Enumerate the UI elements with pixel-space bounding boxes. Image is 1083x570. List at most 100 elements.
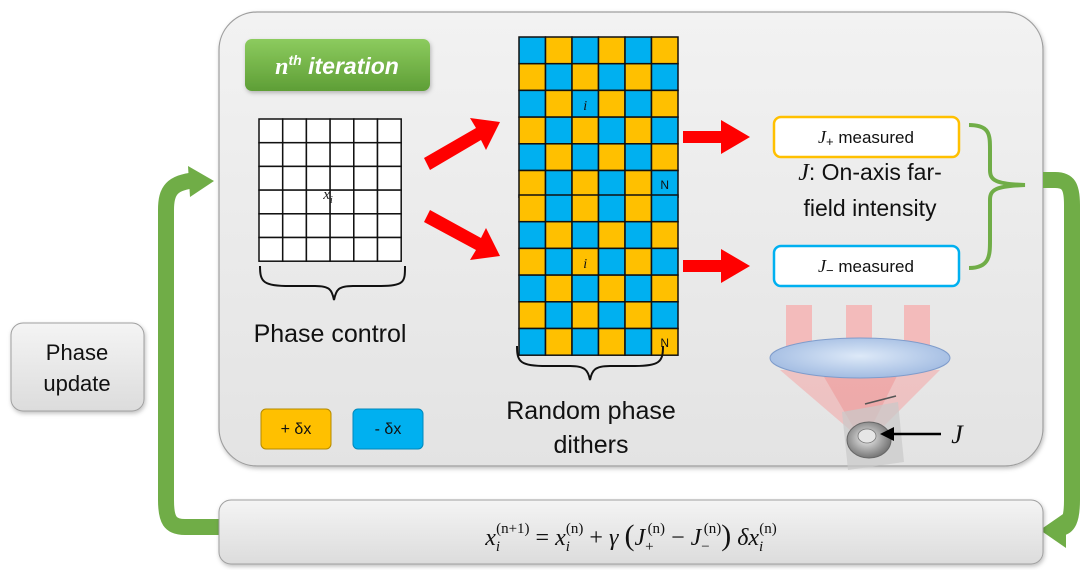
dither-cell	[518, 327, 547, 356]
arrow-to-jplus	[683, 120, 750, 154]
dither-cell	[544, 89, 573, 118]
phase-cell	[329, 118, 355, 144]
dither-cell	[650, 116, 679, 145]
dither-cell	[650, 301, 679, 330]
arrow-to-dither-plus	[424, 118, 500, 170]
dither-cell	[597, 116, 626, 145]
update-equation: xi(n+1) = xi(n) + γ (J+(n) − J−(n)) δxi(…	[484, 519, 776, 555]
legend-plus-label: + δx	[281, 421, 312, 438]
phase-cell	[258, 118, 284, 144]
dither-cell	[518, 301, 547, 330]
phase-cell	[258, 236, 284, 262]
dither-cell	[597, 62, 626, 92]
phase-control-grid	[258, 118, 402, 262]
dither-grid-plus: iN	[518, 36, 679, 198]
dither-cell	[624, 62, 653, 92]
phase-cell	[329, 141, 355, 168]
phase-cell	[376, 213, 402, 239]
phase-cell	[305, 236, 331, 262]
phase-update-line1: Phase	[46, 340, 108, 365]
dither-cell	[544, 220, 573, 250]
legend-minus-label: - δx	[375, 421, 402, 438]
dither-cell	[544, 143, 573, 172]
legend-plus: + δx	[260, 408, 332, 450]
arrow-to-dither-minus	[424, 210, 500, 260]
phase-cell-label: xi	[322, 187, 333, 206]
dither-grid-minus: iN	[518, 194, 679, 356]
dither-cell	[571, 194, 600, 223]
dithers-label-line1: Random phase	[506, 397, 676, 425]
legend-minus: - δx	[352, 408, 424, 450]
dither-cell	[650, 89, 679, 118]
phase-cell	[281, 236, 308, 262]
jminus-measured-box: J− measured	[772, 244, 961, 288]
dither-cell	[571, 301, 600, 330]
phase-cell	[376, 236, 402, 262]
phase-cell	[281, 165, 308, 191]
equation-box: xi(n+1) = xi(n) + γ (J+(n) − J−(n)) δxi(…	[218, 499, 1044, 565]
dither-cell	[518, 220, 547, 250]
dither-cell	[597, 301, 626, 330]
dither-cell	[518, 116, 547, 145]
phase-cell	[305, 141, 331, 168]
dither-cell	[624, 169, 653, 198]
dither-cell	[650, 274, 679, 303]
phase-cell	[258, 141, 284, 168]
dither-cell	[650, 62, 679, 92]
dither-cell	[544, 327, 573, 356]
phase-cell	[281, 213, 308, 239]
dither-cell	[518, 274, 547, 303]
phase-cell	[376, 165, 402, 191]
dither-cell	[650, 36, 679, 65]
feedback-arrow-left	[158, 166, 219, 535]
dither-cell	[571, 36, 600, 65]
phase-update-line2: update	[43, 371, 110, 396]
jminus-measured-text: J− measured	[818, 256, 914, 278]
phase-cell	[353, 165, 379, 191]
phase-cell	[258, 213, 284, 239]
dither-cell	[597, 89, 626, 118]
dither-cell	[624, 274, 653, 303]
phase-cell	[281, 189, 308, 215]
dither-cell	[518, 169, 547, 198]
dither-cell	[597, 194, 626, 223]
iteration-text: nth iteration	[275, 52, 399, 80]
phase-cell	[281, 118, 308, 144]
dither-cell	[624, 36, 653, 65]
dithers-brace	[516, 345, 664, 381]
dither-cell	[597, 274, 626, 303]
dither-cell-label: i	[583, 257, 587, 272]
phase-cell	[258, 189, 284, 215]
dither-cell	[624, 301, 653, 330]
dither-cell	[650, 327, 679, 356]
detector-illustration	[842, 395, 904, 470]
dither-cell	[544, 36, 573, 65]
dither-cell	[571, 247, 600, 276]
dither-cell	[544, 116, 573, 145]
phase-cell	[353, 141, 379, 168]
phase-cell	[329, 213, 355, 239]
dither-cell	[597, 327, 626, 356]
phase-cell	[376, 118, 402, 144]
dither-cell	[571, 327, 600, 356]
dither-cell	[518, 247, 547, 276]
dither-cell	[597, 36, 626, 65]
phase-cell	[329, 236, 355, 262]
jplus-measured-text: J+ measured	[818, 127, 914, 149]
dither-cell	[571, 143, 600, 172]
phase-cell	[376, 189, 402, 215]
dither-cell	[624, 116, 653, 145]
phase-control-label: Phase control	[254, 320, 407, 348]
dither-cell	[518, 89, 547, 118]
dither-cell	[544, 247, 573, 276]
phase-update-box: Phase update	[10, 322, 145, 412]
dither-cell	[544, 274, 573, 303]
dither-cell	[518, 143, 547, 172]
dither-cell	[650, 247, 679, 276]
phase-cell	[376, 141, 402, 168]
dither-cell	[650, 143, 679, 172]
measurement-bracket	[968, 123, 1026, 270]
dither-cell	[571, 169, 600, 198]
dither-cell	[650, 220, 679, 250]
